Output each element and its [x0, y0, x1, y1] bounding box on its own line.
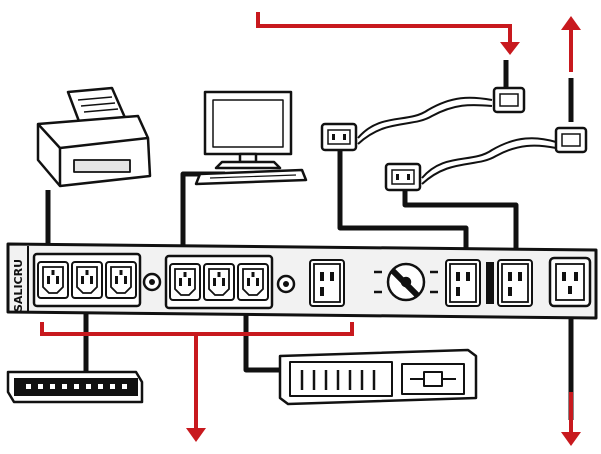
circuit-breaker-icon: [374, 262, 438, 302]
ups-rear-panel: SALICRU: [6, 242, 598, 320]
arrow-head-down-supply: [500, 42, 520, 55]
brand-label: SALICRU: [12, 259, 25, 312]
outlet-c13: [169, 263, 201, 301]
monitor-icon: [194, 90, 308, 186]
printer-icon: [36, 86, 152, 188]
outlet-c13: [237, 263, 269, 301]
bypass-outlet-c19: [497, 259, 533, 307]
outlet-c13: [71, 261, 103, 299]
power-flow-arrows: [40, 12, 573, 434]
server-icon: [278, 348, 478, 406]
network-switch-icon: [6, 370, 144, 404]
outlet-group-1: [32, 252, 142, 308]
outlet-c19: [309, 259, 345, 307]
supply-in-arrow-line: [256, 12, 512, 44]
bypass-outlet-c19: [445, 259, 481, 307]
server-cable: [243, 296, 284, 373]
outlet-c13: [203, 263, 235, 301]
outlet-group-2: [164, 254, 274, 310]
outlet-c13: [37, 261, 69, 299]
arrow-head-up-input: [561, 16, 581, 30]
input-inlet: [548, 256, 592, 308]
outlet-c13: [105, 261, 137, 299]
bypass-cable-2: [402, 182, 519, 262]
bypass-cable-1: [337, 142, 469, 260]
arrow-head-down-output: [186, 428, 206, 442]
arrow-head-down-right: [561, 432, 581, 446]
power-cord-icon: [320, 60, 588, 192]
